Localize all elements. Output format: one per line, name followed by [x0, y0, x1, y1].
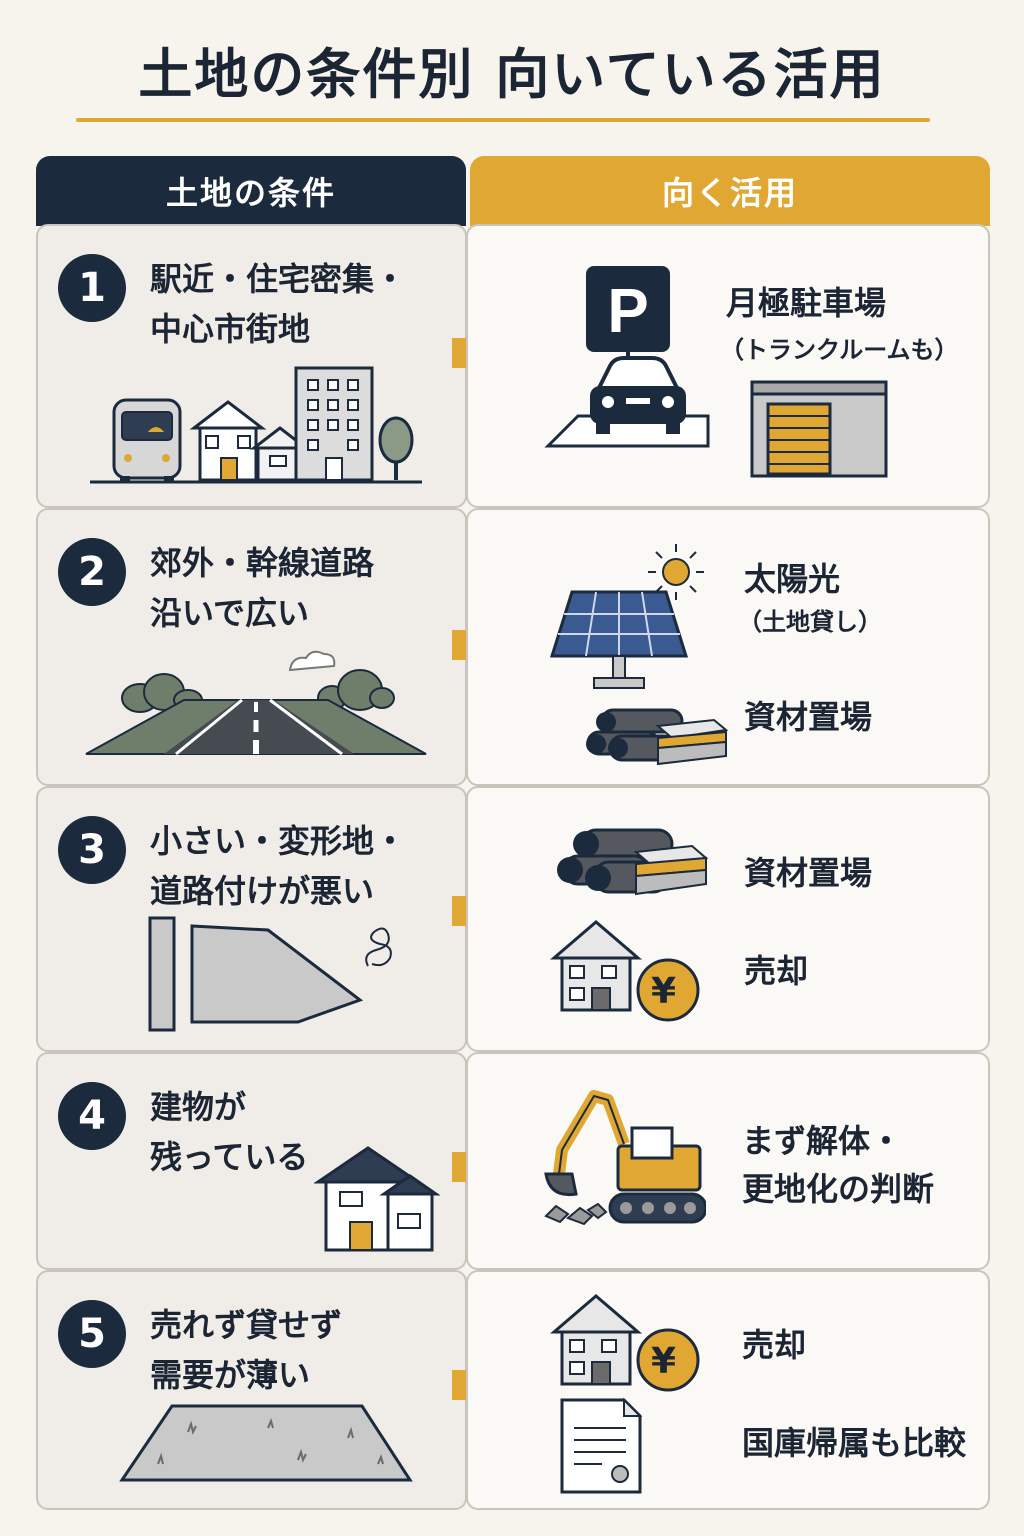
condition-line: 需要が薄い	[150, 1356, 311, 1394]
currency-symbol: ¥	[651, 971, 677, 1012]
row-2: 2 郊外・幹線道路 沿いで広い	[36, 508, 990, 786]
row-number-badge: 2	[58, 538, 126, 606]
condition-text: 駅近・住宅密集・ 中心市街地	[150, 254, 406, 354]
use-main: 資材置場	[744, 854, 873, 892]
row-4: 4 建物が 残っている	[36, 1052, 990, 1270]
condition-line: 駅近・住宅密集・	[150, 260, 407, 298]
row-number-badge: 5	[58, 1300, 126, 1368]
house-icon	[189, 400, 267, 482]
house-with-yen-icon	[550, 920, 700, 1022]
condition-line: 残っている	[150, 1138, 309, 1176]
row-number-badge: 3	[58, 816, 126, 884]
row-number-badge: 1	[58, 254, 126, 322]
use-second: 更地化の判断	[742, 1170, 935, 1208]
condition-cell-3: 3 小さい・変形地・ 道路付けが悪い	[36, 786, 467, 1052]
condition-cell-2: 2 郊外・幹線道路 沿いで広い	[36, 508, 467, 786]
use-main: 売却	[742, 1326, 807, 1364]
condition-line: 道路付けが悪い	[150, 872, 375, 910]
currency-symbol: ¥	[651, 1341, 677, 1382]
use-main: 月極駐車場	[726, 284, 887, 322]
use-cell-4: まず解体・ 更地化の判断	[466, 1052, 990, 1270]
document-icon	[560, 1397, 643, 1494]
condition-text: 郊外・幹線道路 沿いで広い	[150, 538, 374, 638]
car-icon	[590, 356, 686, 434]
header-condition: 土地の条件	[36, 156, 466, 226]
page-title: 土地の条件別 向いている活用	[138, 43, 886, 106]
parking-sign-letter: P	[607, 277, 648, 346]
use-main: 太陽光	[744, 560, 841, 598]
building-icon	[294, 366, 374, 482]
condition-line: 中心市街地	[150, 310, 311, 348]
materials-icon	[557, 828, 709, 896]
materials-icon	[586, 708, 729, 766]
use-cell-5: ¥ 売却 国庫帰属も比較	[466, 1270, 990, 1510]
storage-unit-icon	[750, 380, 888, 478]
use-sub: （土地貸し）	[738, 608, 882, 636]
use-second: 国庫帰属も比較	[742, 1424, 967, 1462]
train-icon	[112, 398, 182, 482]
irregular-lot-illustration	[148, 916, 392, 1032]
condition-text: 売れず貸せず 需要が薄い	[150, 1300, 342, 1400]
rubble-icon	[544, 1202, 608, 1226]
condition-cell-4: 4 建物が 残っている	[36, 1052, 467, 1270]
parking-illustration: P	[544, 266, 710, 448]
title-underline	[76, 118, 930, 122]
parking-sign-icon	[586, 266, 670, 352]
condition-line: 建物が	[150, 1088, 247, 1126]
condition-line: 売れず貸せず	[150, 1306, 343, 1344]
condition-line: 郊外・幹線道路	[150, 544, 375, 582]
condition-cell-1: 1 駅近・住宅密集・ 中心市街地	[36, 224, 467, 508]
house-with-yen-icon	[550, 1294, 700, 1392]
row-5: 5 売れず貸せず 需要が薄い ¥ 売却	[36, 1270, 990, 1510]
use-cell-3: 資材置場 ¥ 売却	[466, 786, 990, 1052]
header-use: 向く活用	[470, 156, 990, 226]
condition-text: 建物が 残っている	[150, 1082, 308, 1182]
use-second: 資材置場	[744, 698, 873, 736]
cloud-icon	[288, 650, 336, 672]
row-number-badge: 4	[58, 1082, 126, 1150]
condition-line: 小さい・変形地・	[150, 822, 407, 860]
city-illustration	[90, 366, 422, 484]
use-cell-1: P 月極駐車場 （トランクルームも）	[466, 224, 990, 508]
condition-text: 小さい・変形地・ 道路付けが悪い	[150, 816, 406, 916]
use-sub: （トランクルームも）	[720, 336, 959, 364]
use-second: 売却	[744, 952, 809, 990]
highway-illustration	[85, 650, 427, 756]
solar-panel-icon	[550, 590, 689, 689]
use-cell-2: 太陽光 （土地貸し） 資材置場	[466, 508, 990, 786]
house-icon	[314, 1146, 440, 1252]
tree-icon	[378, 416, 414, 480]
condition-cell-5: 5 売れず貸せず 需要が薄い	[36, 1270, 467, 1510]
row-1: 1 駅近・住宅密集・ 中心市街地	[36, 224, 990, 508]
excavator-icon	[544, 1090, 706, 1226]
condition-line: 沿いで広い	[150, 594, 310, 632]
vacant-lot-illustration	[119, 1404, 413, 1482]
use-main: まず解体・	[742, 1122, 903, 1160]
grass-icon	[157, 1418, 384, 1465]
row-3: 3 小さい・変形地・ 道路付けが悪い 資材置場	[36, 786, 990, 1052]
